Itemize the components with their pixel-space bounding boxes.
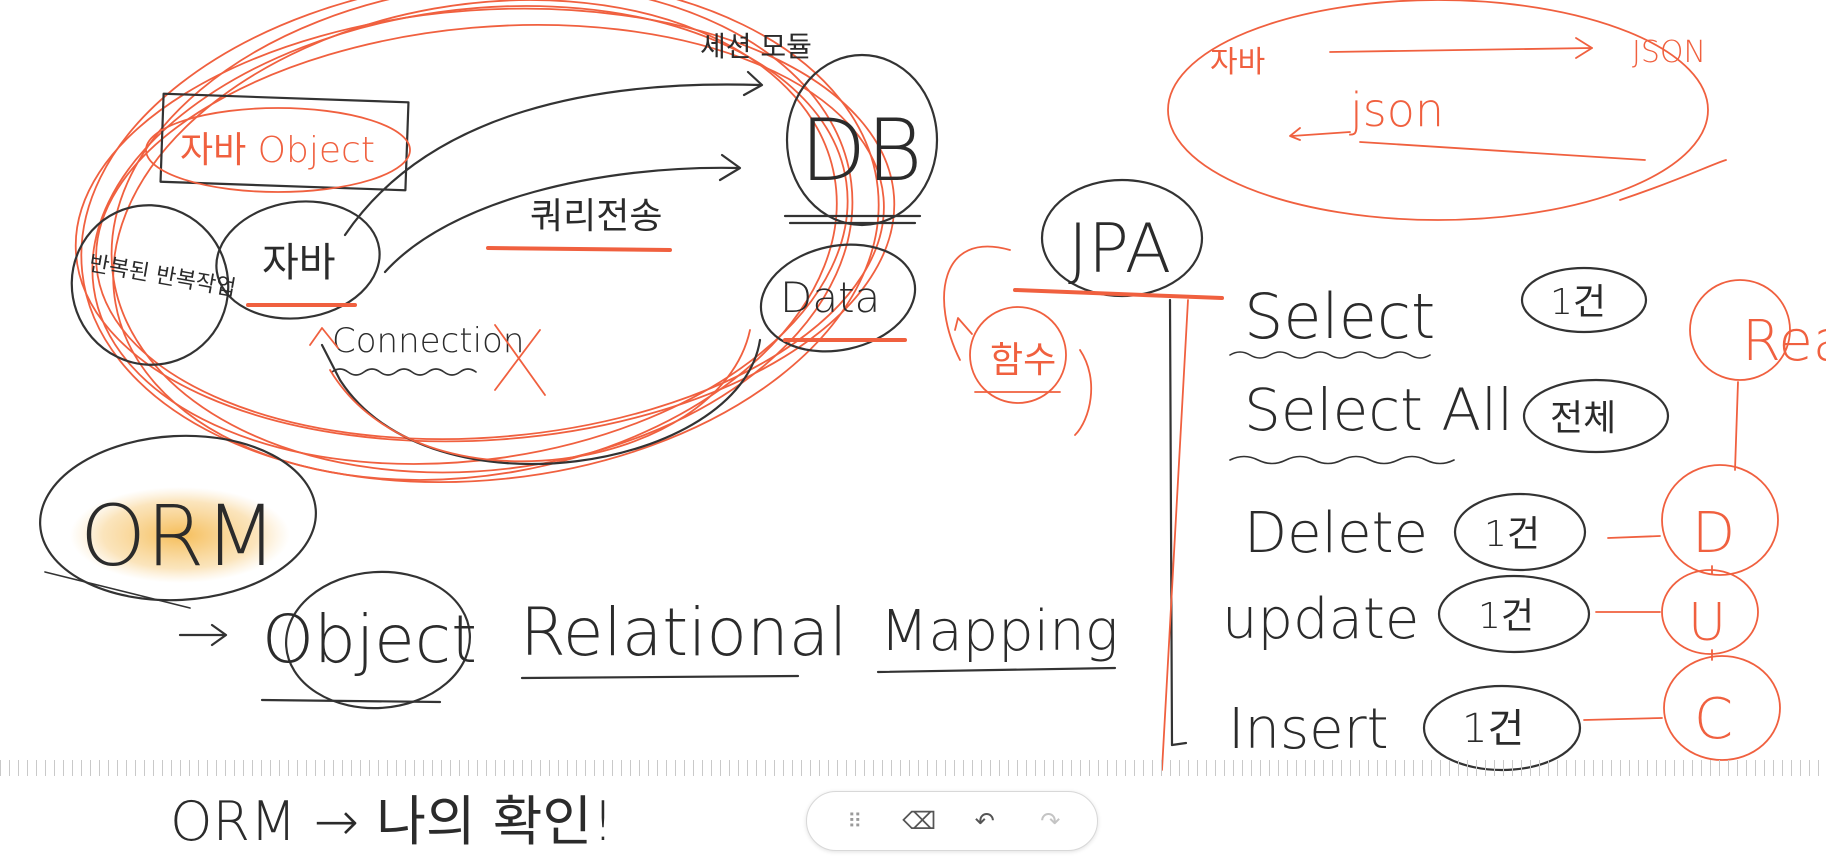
json-middle-label: json [1349,83,1444,137]
connection-label: Connection [332,321,524,361]
jpa-title: JPA [1068,210,1171,289]
session-module-label: 세션 모듈 [700,30,812,63]
operation-count: 전체 [1550,398,1616,439]
drag-handle-icon[interactable]: ⠿ [847,809,862,833]
json-box: 자바 JSON json [1167,0,1727,221]
crud-column: Read D U C [1583,279,1826,761]
operation-name: update [1222,587,1419,652]
java-object-label: 자바 Object [180,130,375,171]
function-label: 함수 [990,340,1056,381]
operation-name: Delete [1244,501,1428,566]
red-loop-scribble [74,0,896,484]
drawing-toolbar: ⠿ ⌫ ↶ ↷ [806,791,1098,851]
object-word: Object [262,601,477,678]
java-node-label: 자바 [262,240,336,286]
page-separator [0,760,1826,776]
json-right-label: JSON [1632,35,1706,70]
crud-update: U [1688,593,1726,653]
operation-name: Insert [1228,697,1389,762]
operation-select-all: Select All 전체 [1229,376,1670,465]
data-node: Data [759,243,917,353]
eraser-icon[interactable]: ⌫ [902,807,937,835]
redo-icon[interactable]: ↷ [1040,807,1061,835]
operation-name: Select All [1244,376,1513,444]
relational-word: Relational [520,594,848,671]
operation-select: Select 1건 [1229,266,1648,359]
java-node: 자바 [215,200,381,320]
operation-update: update 1건 [1222,574,1591,654]
operation-delete: Delete 1건 [1244,492,1587,572]
footer-note: ORM → 나의 확인! [170,790,614,853]
db-label: DB [800,101,923,201]
orm-title: ORM [80,487,277,585]
json-left-label: 자바 [1210,45,1265,80]
operation-count: 1건 [1478,596,1534,637]
jpa-section: JPA 함수 [943,178,1224,771]
java-object-box: 자바 Object [145,92,411,193]
repetition-label: 반복된 반복작업 [87,251,238,301]
db-node: DB 세션 모듈 [700,30,939,227]
operation-name: Select [1244,280,1435,353]
operation-count: 1건 [1484,514,1540,555]
operation-count: 1건 [1550,282,1606,323]
mapping-word: Mapping [880,599,1118,664]
undo-icon[interactable]: ↶ [974,807,995,835]
crud-create: C [1694,687,1733,752]
query-label: 쿼리전송 [530,196,662,237]
operation-insert: Insert 1건 [1228,684,1582,772]
crud-delete: D [1692,501,1735,566]
connection-path: Connection [309,321,762,465]
orm-section: ORM Object Relational Mapping [39,434,1118,710]
footer-text: ORM → 나의 확인! [170,790,614,853]
crud-read: Read [1742,309,1826,374]
arrows-java-to-db: 쿼리전송 [343,70,764,274]
operation-count: 1건 [1462,706,1524,752]
data-label: Data [780,273,880,322]
operations-list: Select 1건 Select All 전체 Delete 1건 update… [1222,266,1670,772]
